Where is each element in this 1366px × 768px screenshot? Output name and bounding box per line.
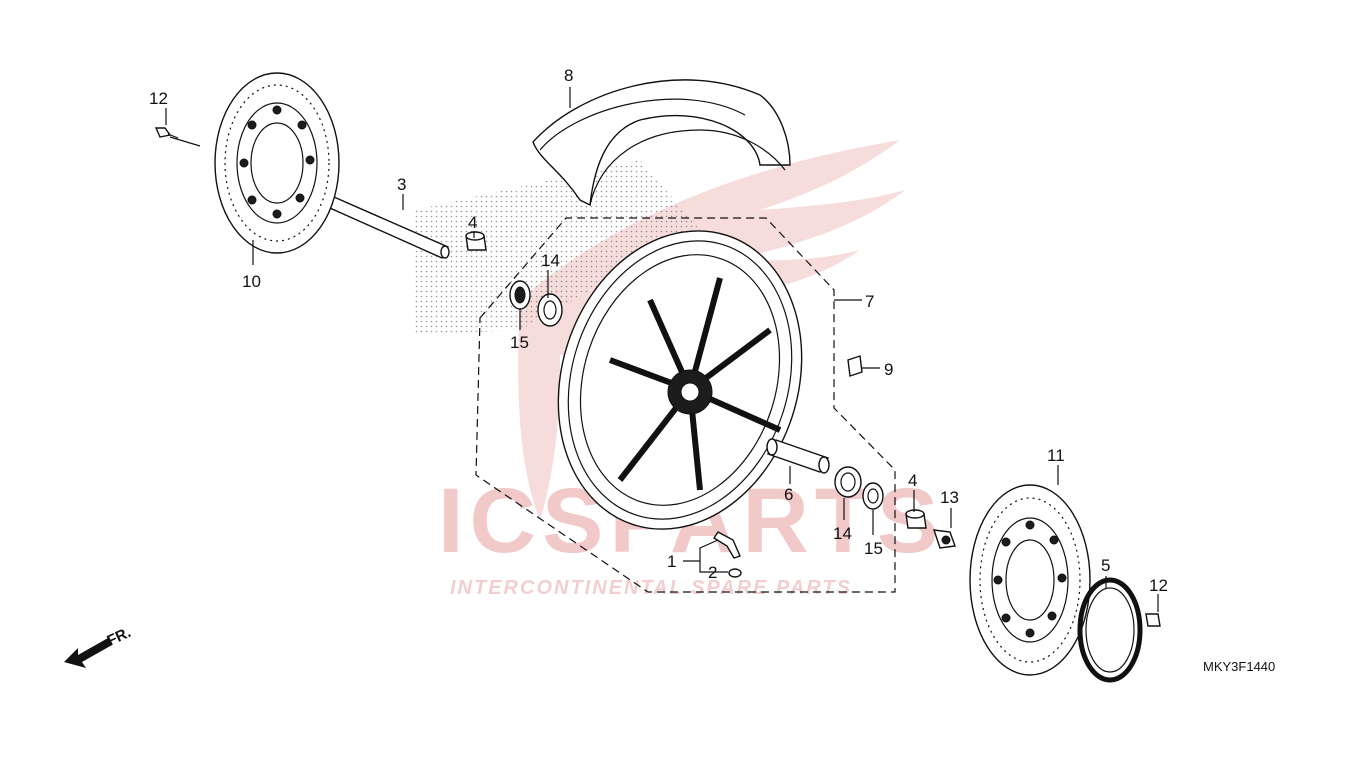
callout-13: 13	[940, 488, 959, 507]
callout-15-right: 15	[864, 539, 883, 558]
callout-2: 2	[708, 563, 717, 582]
callout-15-left: 15	[510, 333, 529, 352]
callout-1: 1	[667, 552, 676, 571]
distance-collar	[766, 438, 830, 474]
front-direction-indicator: FR.	[64, 624, 134, 668]
valve-assembly	[713, 531, 742, 578]
callouts: 1 2 3 4 4 5 6 7 8 9 10 11 12 12 13 14 14…	[149, 66, 1168, 595]
leader-lines	[165, 87, 1159, 612]
dust-seal-left	[509, 280, 531, 310]
valve-o-ring	[728, 568, 742, 578]
callout-11: 11	[1047, 446, 1065, 465]
callout-12-left: 12	[149, 89, 168, 108]
callout-9: 9	[884, 360, 893, 379]
collar-right	[905, 509, 927, 529]
watermark-tagline: INTERCONTINENTAL SPARE PARTS	[450, 577, 852, 599]
diagram-code: MKY3F1440	[1203, 659, 1275, 674]
callout-4-left: 4	[468, 213, 477, 232]
front-label: FR.	[105, 624, 134, 650]
pulser-ring	[1077, 577, 1143, 683]
wheel	[557, 230, 803, 530]
callout-4-right: 4	[908, 471, 917, 490]
callout-14-right: 14	[833, 524, 852, 543]
callout-14-left: 14	[541, 251, 560, 270]
callout-3: 3	[397, 175, 406, 194]
brake-disc-right	[969, 484, 1091, 676]
callout-5: 5	[1101, 556, 1110, 575]
bolt-12-left	[154, 127, 179, 139]
front-arrow-icon	[64, 638, 112, 668]
dust-seal-right	[862, 482, 884, 510]
shadow-region	[415, 160, 700, 335]
callout-7: 7	[865, 292, 874, 311]
bearing-left	[537, 293, 563, 327]
bearing-right	[834, 466, 862, 498]
collar-left	[465, 231, 487, 251]
tire	[532, 79, 791, 207]
bolt-12-right	[1145, 613, 1161, 627]
callout-12-right: 12	[1149, 576, 1168, 595]
brake-disc-left	[214, 72, 340, 254]
bolt-13	[932, 529, 956, 549]
callout-6: 6	[784, 485, 793, 504]
assembly-outline	[475, 217, 896, 593]
callout-10: 10	[242, 272, 261, 291]
callout-8: 8	[564, 66, 573, 85]
balance-weight	[847, 355, 863, 377]
